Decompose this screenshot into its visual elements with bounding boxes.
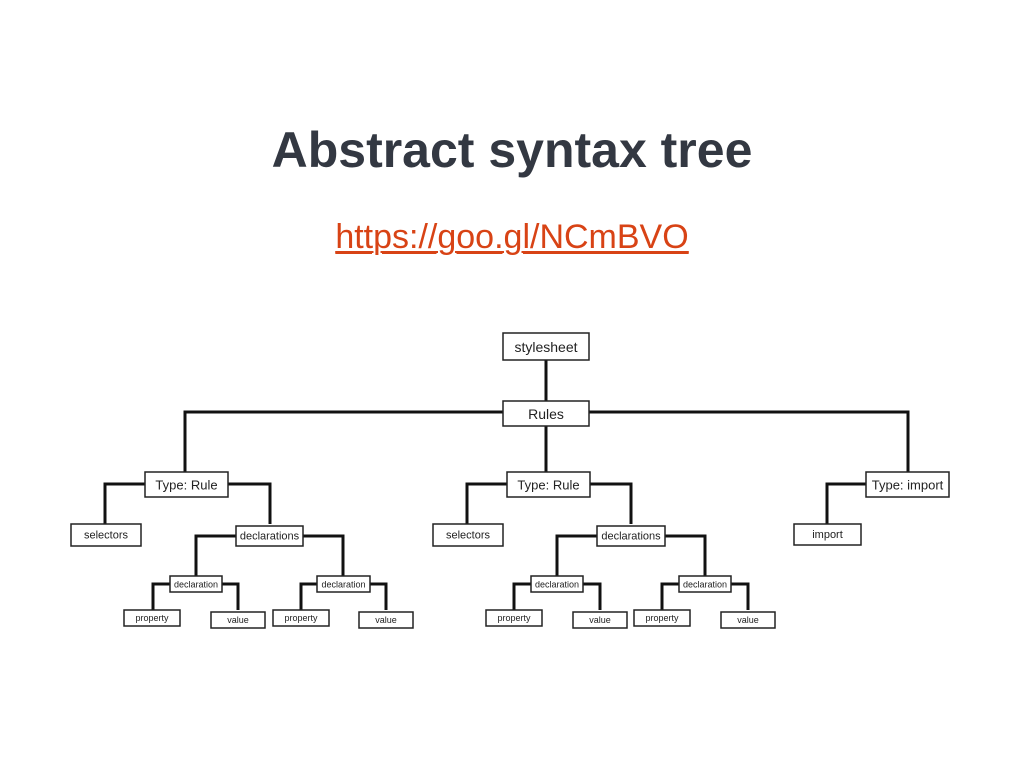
node-property-2a-label: property <box>497 613 531 623</box>
edge-decls1-decl1 <box>194 534 236 576</box>
node-declaration-1a-label: declaration <box>174 580 218 590</box>
edge-decl2b-property <box>660 582 679 610</box>
edge-rule2-selectors <box>465 482 507 524</box>
edge-typeimport-import <box>825 482 866 524</box>
node-value-2a-label: value <box>589 615 611 625</box>
node-rules-label: Rules <box>528 406 564 422</box>
edge-decl2a-value <box>583 582 602 610</box>
node-declaration-2b-label: declaration <box>683 580 727 590</box>
node-declaration-2a-label: declaration <box>535 580 579 590</box>
node-declaration-1a: declaration <box>169 575 223 593</box>
node-value-1b: value <box>358 611 414 629</box>
node-import-label: import <box>812 529 843 541</box>
node-import: import <box>793 523 862 546</box>
edge-decl1a-property <box>151 582 170 610</box>
node-type-rule-1-label: Type: Rule <box>155 478 217 493</box>
node-selectors-1: selectors <box>70 523 142 547</box>
edge-decl1a-value <box>222 582 240 610</box>
node-property-1b-label: property <box>284 613 318 623</box>
node-value-1b-label: value <box>375 615 397 625</box>
node-declaration-2a: declaration <box>530 575 584 593</box>
edge-decls2-decl1 <box>555 534 597 576</box>
node-value-2b: value <box>720 611 776 629</box>
edge-decl1b-value <box>370 582 388 610</box>
node-type-import-label: Type: import <box>872 478 944 493</box>
node-property-1a: property <box>123 609 181 627</box>
slide-link[interactable]: https://goo.gl/NCmBVO <box>0 217 1024 258</box>
node-declarations-1-label: declarations <box>240 531 300 543</box>
node-stylesheet-label: stylesheet <box>514 339 577 355</box>
node-rules: Rules <box>502 400 590 427</box>
node-type-rule-2-label: Type: Rule <box>517 478 579 493</box>
edge-decl1b-property <box>299 582 317 610</box>
node-value-1a: value <box>210 611 266 629</box>
node-property-2b-label: property <box>645 613 679 623</box>
node-declaration-2b: declaration <box>678 575 732 593</box>
slide-title: Abstract syntax tree <box>271 122 753 178</box>
node-declarations-2: declarations <box>596 525 666 547</box>
node-value-2b-label: value <box>737 615 759 625</box>
node-property-1b: property <box>272 609 330 627</box>
node-selectors-2-label: selectors <box>446 530 491 542</box>
node-selectors-1-label: selectors <box>84 530 129 542</box>
node-type-import: Type: import <box>865 471 950 498</box>
node-selectors-2: selectors <box>432 523 504 547</box>
node-value-1a-label: value <box>227 615 249 625</box>
edge-rule1-selectors <box>103 482 145 524</box>
node-property-2a: property <box>485 609 543 627</box>
edge-decl2a-property <box>512 582 531 610</box>
edge-rule2-declarations <box>590 482 633 524</box>
edge-rule1-declarations <box>228 482 272 524</box>
node-value-2a: value <box>572 611 628 629</box>
node-type-rule-1: Type: Rule <box>144 471 229 498</box>
node-declarations-1: declarations <box>235 525 304 547</box>
node-type-rule-2: Type: Rule <box>506 471 591 498</box>
node-declarations-2-label: declarations <box>601 531 661 543</box>
node-declaration-1b-label: declaration <box>321 580 365 590</box>
node-stylesheet: stylesheet <box>502 332 590 361</box>
node-property-2b: property <box>633 609 691 627</box>
edge-decls1-decl2 <box>303 534 345 576</box>
goo-gl-link[interactable]: https://goo.gl/NCmBVO <box>335 218 689 256</box>
edge-decl2b-value <box>731 582 750 610</box>
node-property-1a-label: property <box>135 613 169 623</box>
edge-decls2-decl2 <box>665 534 707 576</box>
node-declaration-1b: declaration <box>316 575 371 593</box>
